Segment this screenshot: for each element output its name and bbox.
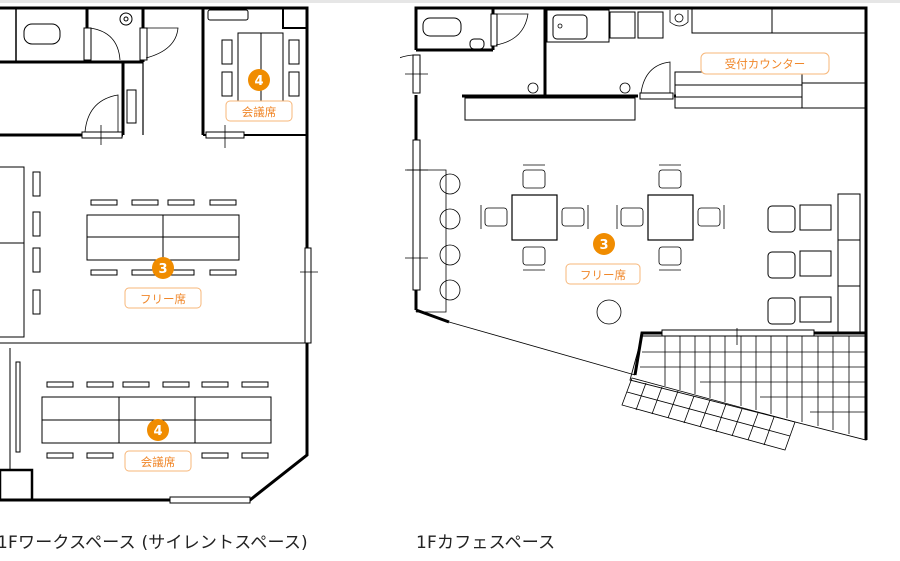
svg-text:4: 4 <box>153 424 162 439</box>
floorplan-cafe: 受付カウンター 3 フリー席 <box>400 6 868 451</box>
marker-meeting-bottom[interactable]: 4 会議席 <box>124 419 192 472</box>
svg-text:フリー席: フリー席 <box>140 292 186 306</box>
marker-cafe-free-seat[interactable]: 3 フリー席 <box>565 233 641 285</box>
svg-text:フリー席: フリー席 <box>580 268 626 282</box>
svg-text:3: 3 <box>599 238 608 253</box>
marker-meeting-top[interactable]: 4 会議席 <box>225 69 293 122</box>
svg-text:4: 4 <box>254 74 263 89</box>
svg-text:3: 3 <box>158 262 167 277</box>
marker-free-seat[interactable]: 3 フリー席 <box>124 257 202 309</box>
svg-text:会議席: 会議席 <box>242 105 277 119</box>
caption-cafe: 1Fカフェスペース <box>416 533 556 553</box>
top-divider <box>0 0 900 3</box>
floorplan-workspace: 4 会議席 3 フリー席 4 会議席 <box>0 6 318 504</box>
svg-text:受付カウンター: 受付カウンター <box>725 57 806 71</box>
caption-workspace: 1Fワークスペース (サイレントスペース) <box>0 533 308 553</box>
svg-text:会議席: 会議席 <box>141 455 176 469</box>
reception-counter-label[interactable]: 受付カウンター <box>700 52 830 75</box>
